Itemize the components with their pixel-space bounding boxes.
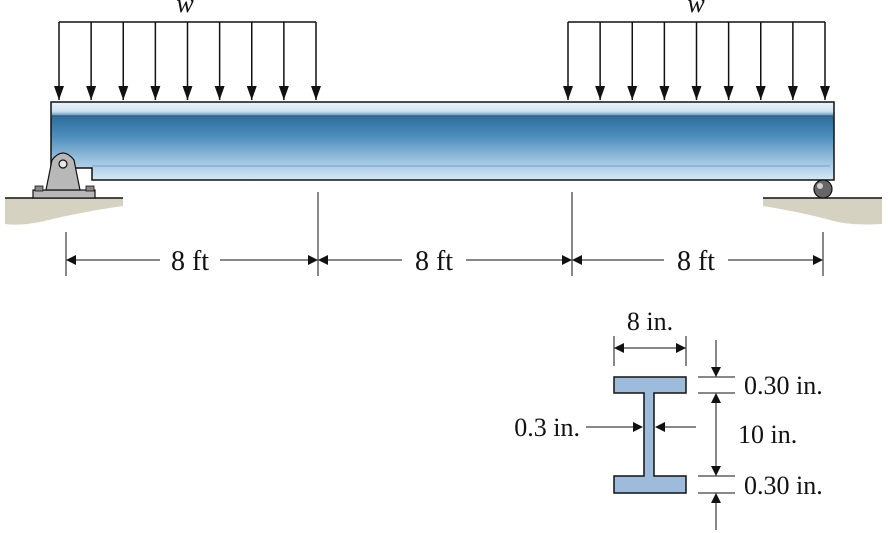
pin-support — [32, 152, 96, 199]
load-label-left: w — [176, 0, 194, 18]
web-thickness-label: 0.3 in. — [514, 413, 580, 442]
beam — [50, 101, 835, 181]
flange-width-label: 8 in. — [627, 307, 673, 336]
span-label-2: 8 ft — [415, 246, 453, 277]
ground-right — [763, 197, 882, 225]
bottom-flange-thickness-label: 0.30 in. — [744, 471, 823, 500]
distributed-load-left — [54, 21, 321, 100]
i-beam-cross-section — [613, 376, 687, 494]
span-dimensions — [65, 192, 824, 276]
web-height-label: 10 in. — [738, 420, 797, 449]
distributed-load-right — [563, 21, 830, 100]
ground-left — [5, 197, 123, 225]
load-label-right: w — [687, 0, 705, 18]
top-flange-thickness-label: 0.30 in. — [744, 371, 823, 400]
roller-support — [813, 179, 833, 199]
span-label-1: 8 ft — [171, 246, 209, 277]
section-dimensions — [586, 336, 735, 530]
span-label-3: 8 ft — [677, 246, 715, 277]
